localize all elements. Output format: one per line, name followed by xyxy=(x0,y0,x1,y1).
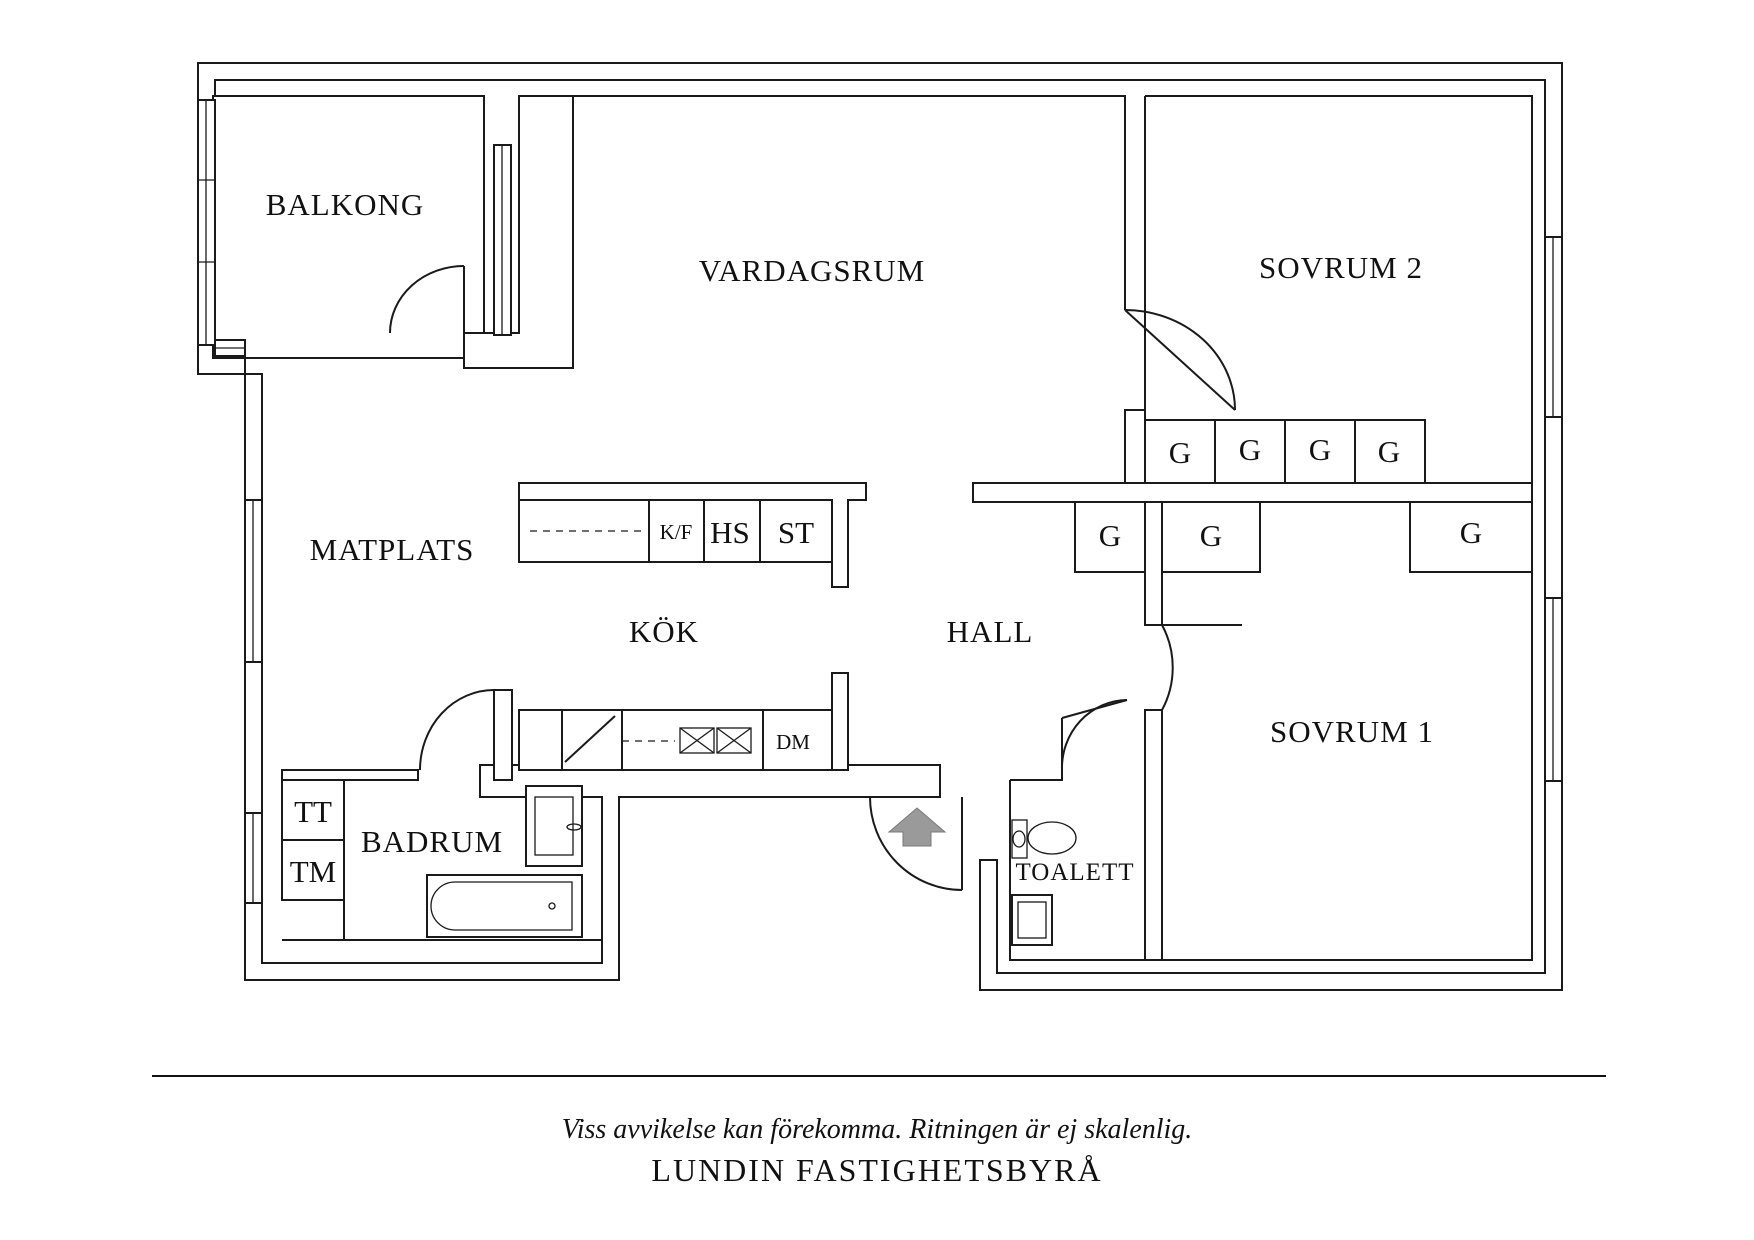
wardrobe-label: G xyxy=(1200,518,1222,553)
wardrobe-label: G xyxy=(1239,432,1261,467)
entrance-arrow-icon xyxy=(887,807,947,847)
room-label-vardagsrum: VARDAGSRUM xyxy=(699,253,926,288)
fixture-label-kf: K/F xyxy=(660,520,693,544)
fixture-label-tt: TT xyxy=(294,794,332,829)
wardrobe-label: G xyxy=(1309,432,1331,467)
toilet-fixtures xyxy=(1011,819,1077,946)
windows xyxy=(197,99,1563,904)
fixture-label-dm: DM xyxy=(776,730,810,754)
kitchen-fixtures xyxy=(518,499,833,771)
disclaimer-text: Viss avvikelse kan förekomma. Ritningen … xyxy=(561,1114,1193,1145)
fixture-label-st: ST xyxy=(778,515,814,550)
footer-divider xyxy=(152,1075,1606,1077)
room-label-sovrum-1: SOVRUM 1 xyxy=(1270,714,1434,749)
room-label-toalett: TOALETT xyxy=(1015,859,1134,886)
agency-name: LUNDIN FASTIGHETSBYRÅ xyxy=(651,1152,1103,1188)
doors xyxy=(389,265,1242,891)
room-label-matplats: MATPLATS xyxy=(310,532,475,567)
room-label-badrum: BADRUM xyxy=(361,824,503,859)
wardrobe-label: G xyxy=(1460,515,1482,550)
wardrobe-label: G xyxy=(1378,434,1400,469)
wardrobe-label: G xyxy=(1169,435,1191,470)
fixture-label-tm: TM xyxy=(290,854,337,889)
bathroom-fixtures xyxy=(281,779,602,941)
room-label-balkong: BALKONG xyxy=(266,187,425,222)
wardrobe-label: G xyxy=(1099,518,1121,553)
room-label-kok: KÖK xyxy=(629,614,699,649)
interior-walls xyxy=(212,95,1533,961)
room-label-hall: HALL xyxy=(947,614,1034,649)
wardrobes xyxy=(1074,419,1533,573)
outer-walls xyxy=(197,62,1563,991)
room-label-sovrum-2: SOVRUM 2 xyxy=(1259,250,1423,285)
fixture-label-hs: HS xyxy=(710,515,750,550)
